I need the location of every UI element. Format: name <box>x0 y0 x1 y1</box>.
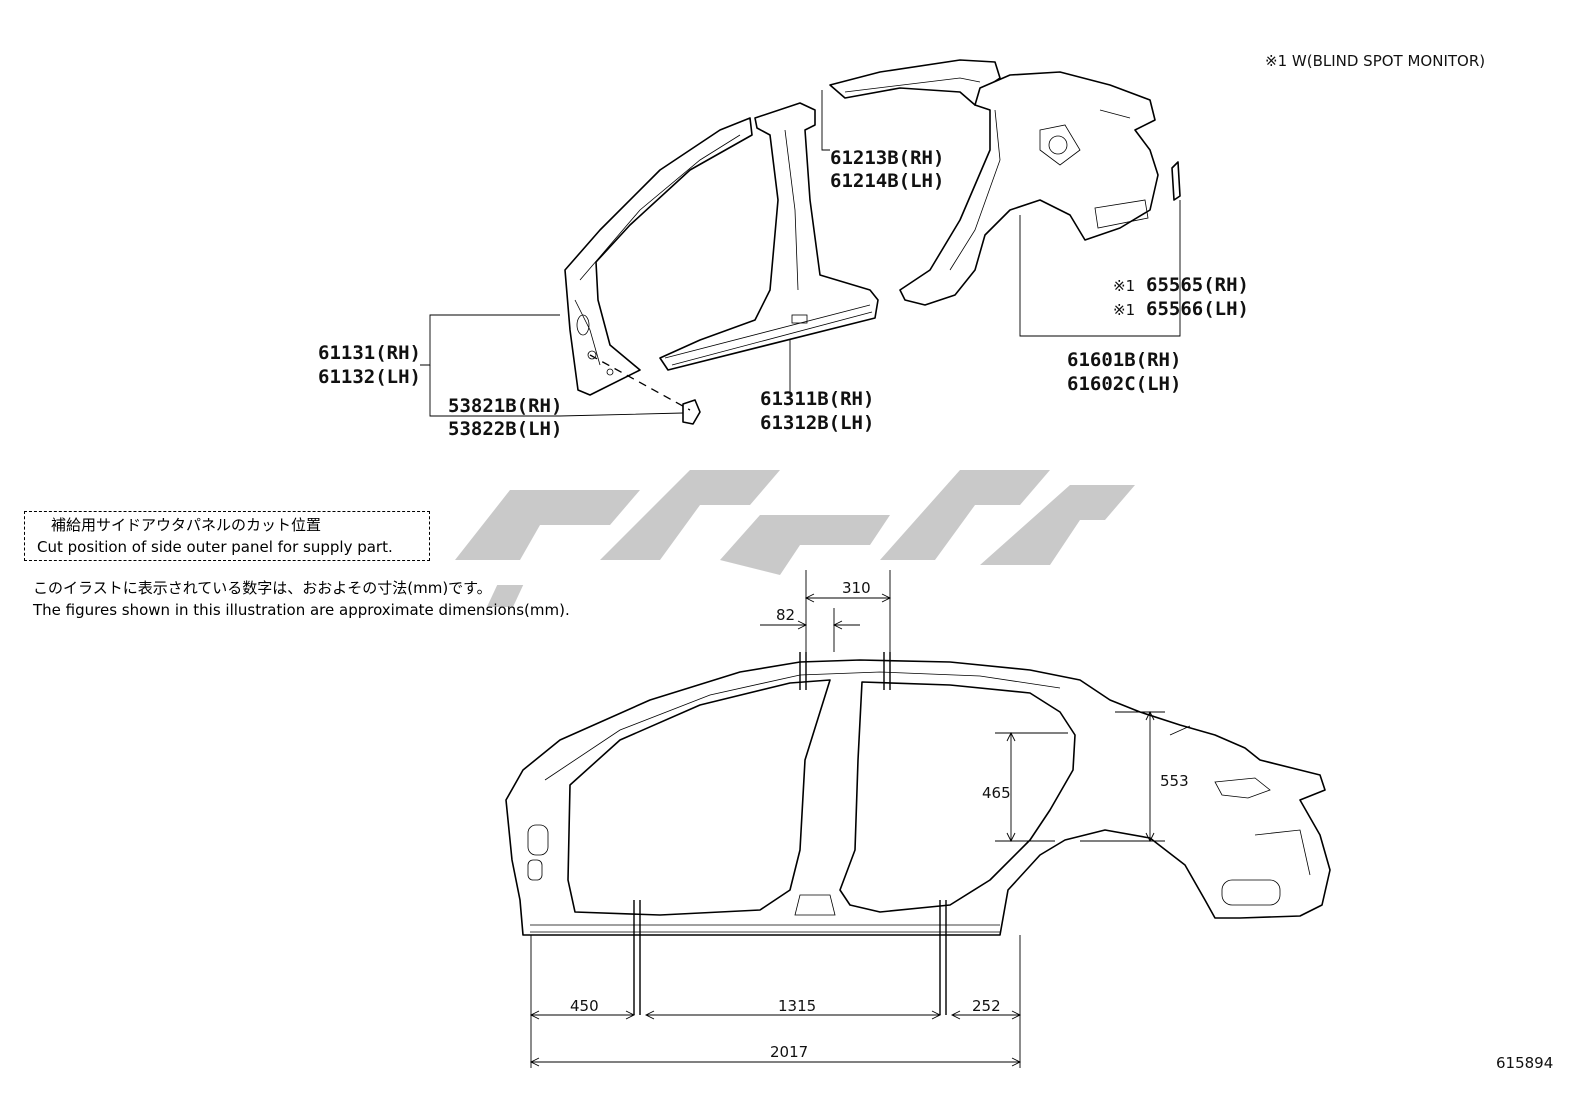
cut-position-legend: 補給用サイドアウタパネルのカット位置 Cut position of side … <box>24 511 430 561</box>
center-pillar-part <box>659 102 879 371</box>
dim-1315: 1315 <box>778 997 816 1015</box>
dimension-lines <box>529 570 1165 1068</box>
front-pillar-part <box>564 117 753 396</box>
dimension-values: 310 82 465 553 450 1315 252 2017 <box>570 579 1189 1061</box>
cut-markers <box>633 652 947 1015</box>
cut-position-jp: 補給用サイドアウタパネルのカット位置 <box>51 516 322 534</box>
label-65565: 65565(RH) <box>1146 274 1249 296</box>
label-61311B: 61311B(RH) <box>760 388 874 410</box>
label-61312B: 61312B(LH) <box>760 412 874 434</box>
dim-2017: 2017 <box>770 1043 808 1061</box>
dim-82: 82 <box>776 606 795 624</box>
dimension-note-en: The figures shown in this illustration a… <box>33 601 570 619</box>
front-door-opening <box>567 679 831 916</box>
label-61601B: 61601B(RH) <box>1067 349 1181 371</box>
dim-450: 450 <box>570 997 599 1015</box>
label-61214B: 61214B(LH) <box>830 170 944 192</box>
cut-position-en: Cut position of side outer panel for sup… <box>37 538 393 556</box>
part-labels: 61213B(RH) 61214B(LH) 61131(RH) 61132(LH… <box>318 52 1553 1072</box>
dimension-note: このイラストに表示されている数字は、おおよその寸法(mm)です。 The fig… <box>33 577 570 621</box>
dim-252: 252 <box>972 997 1001 1015</box>
watermark-logo <box>455 470 1135 607</box>
label-61131: 61131(RH) <box>318 342 421 364</box>
monitor-bracket-part <box>1171 161 1181 201</box>
dim-465: 465 <box>982 784 1011 802</box>
label-65566: 65566(LH) <box>1146 298 1249 320</box>
roof-side-rail-part <box>829 59 1001 106</box>
label-53822B: 53822B(LH) <box>448 418 562 440</box>
leader-lines <box>420 90 1181 417</box>
label-61132: 61132(LH) <box>318 366 421 388</box>
top-note: ※1 W(BLIND SPOT MONITOR) <box>1265 52 1485 70</box>
label-monitor-mark-1: ※1 <box>1113 277 1135 295</box>
rear-door-opening <box>839 681 1076 913</box>
dimension-note-jp: このイラストに表示されている数字は、おおよその寸法(mm)です。 <box>33 579 492 597</box>
dim-553: 553 <box>1160 772 1189 790</box>
label-53821B: 53821B(RH) <box>448 395 562 417</box>
dim-310: 310 <box>842 579 871 597</box>
illustration-id: 615894 <box>1496 1054 1553 1072</box>
label-61602C: 61602C(LH) <box>1067 373 1181 395</box>
label-61213B: 61213B(RH) <box>830 147 944 169</box>
bracket-part <box>682 399 701 425</box>
label-monitor-mark-2: ※1 <box>1113 301 1135 319</box>
side-outer-panel <box>505 659 1331 936</box>
exploded-view <box>564 59 1181 425</box>
